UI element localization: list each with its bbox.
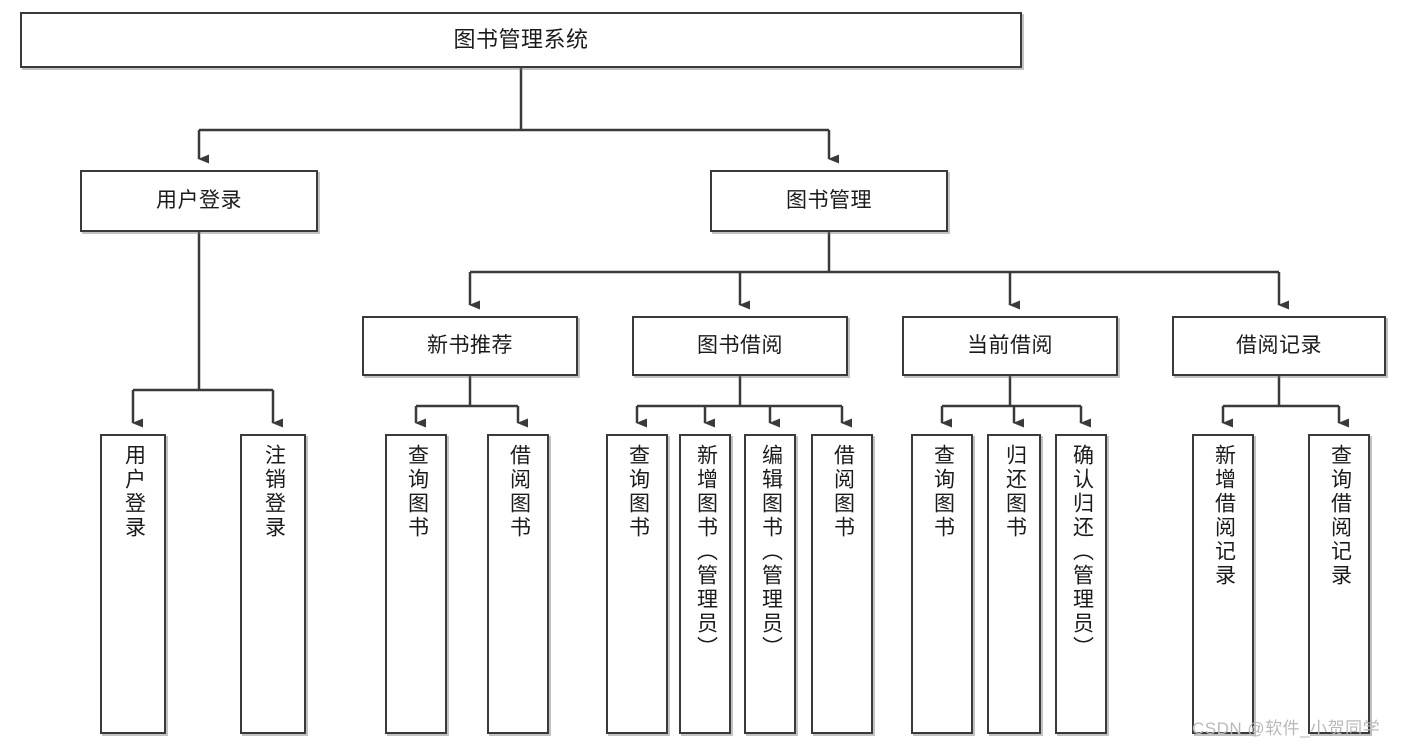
node-borrow-record-label: 借阅记录 bbox=[1236, 333, 1322, 357]
csdn-watermark: CSDN @软件_小贺同学 bbox=[1192, 719, 1381, 738]
node-current-borrow[interactable]: 当前借阅 bbox=[902, 316, 1118, 376]
leaf-borrow-book-1[interactable]: 借阅图书 bbox=[487, 434, 549, 734]
node-new-book-recommend[interactable]: 新书推荐 bbox=[362, 316, 578, 376]
leaf-query-book-2[interactable]: 查询图书 bbox=[606, 434, 668, 734]
leaf-borrow-book-2[interactable]: 借阅图书 bbox=[811, 434, 873, 734]
node-user-login-label: 用户登录 bbox=[156, 188, 242, 212]
leaf-add-book-admin[interactable]: 新增图书（管理员） bbox=[679, 434, 731, 734]
edge-lines bbox=[131, 68, 1349, 428]
leaf-edit-book-admin[interactable]: 编辑图书（管理员） bbox=[744, 434, 796, 734]
leaf-query-borrow-record[interactable]: 查询借阅记录 bbox=[1308, 434, 1370, 734]
edge-bus bbox=[199, 68, 829, 132]
leaf-add-borrow-record-label: 新增借阅记录 bbox=[1212, 444, 1236, 588]
node-borrow-record[interactable]: 借阅记录 bbox=[1172, 316, 1386, 376]
leaf-query-book-1-label: 查询图书 bbox=[405, 444, 429, 540]
leaf-query-book-3[interactable]: 查询图书 bbox=[911, 434, 973, 734]
leaf-confirm-return-admin[interactable]: 确认归还（管理员） bbox=[1055, 434, 1107, 734]
node-current-borrow-label: 当前借阅 bbox=[967, 333, 1053, 357]
leaf-return-book[interactable]: 归还图书 bbox=[987, 434, 1041, 734]
leaf-edit-book-admin-label: 编辑图书（管理员） bbox=[759, 444, 783, 660]
edge-bus bbox=[637, 376, 842, 408]
node-book-manage-label: 图书管理 bbox=[786, 188, 872, 212]
node-book-borrow[interactable]: 图书借阅 bbox=[632, 316, 848, 376]
leaf-query-book-2-label: 查询图书 bbox=[626, 444, 650, 540]
leaf-borrow-book-2-label: 借阅图书 bbox=[831, 444, 855, 540]
leaf-query-borrow-record-label: 查询借阅记录 bbox=[1328, 444, 1352, 588]
leaf-add-borrow-record[interactable]: 新增借阅记录 bbox=[1192, 434, 1254, 734]
edge-bus bbox=[942, 376, 1081, 408]
leaf-return-book-label: 归还图书 bbox=[1003, 444, 1027, 540]
edge-bus bbox=[416, 376, 518, 408]
leaf-borrow-book-1-label: 借阅图书 bbox=[507, 444, 531, 540]
node-book-borrow-label: 图书借阅 bbox=[697, 333, 783, 357]
leaf-query-book-3-label: 查询图书 bbox=[931, 444, 955, 540]
leaf-user-login[interactable]: 用户登录 bbox=[100, 434, 166, 734]
edge-bus bbox=[133, 232, 273, 392]
node-book-manage[interactable]: 图书管理 bbox=[710, 170, 948, 232]
leaf-user-logout[interactable]: 注销登录 bbox=[240, 434, 306, 734]
node-new-book-recommend-label: 新书推荐 bbox=[427, 333, 513, 357]
node-root[interactable]: 图书管理系统 bbox=[20, 12, 1022, 68]
leaf-user-logout-label: 注销登录 bbox=[262, 444, 286, 540]
leaf-add-book-admin-label: 新增图书（管理员） bbox=[694, 444, 718, 660]
node-user-login[interactable]: 用户登录 bbox=[80, 170, 318, 232]
leaf-query-book-1[interactable]: 查询图书 bbox=[385, 434, 447, 734]
edge-bus bbox=[1223, 376, 1339, 408]
leaf-confirm-return-admin-label: 确认归还（管理员） bbox=[1070, 444, 1094, 660]
edge-bus bbox=[470, 232, 1279, 274]
node-root-label: 图书管理系统 bbox=[453, 26, 589, 52]
leaf-user-login-label: 用户登录 bbox=[122, 444, 146, 540]
